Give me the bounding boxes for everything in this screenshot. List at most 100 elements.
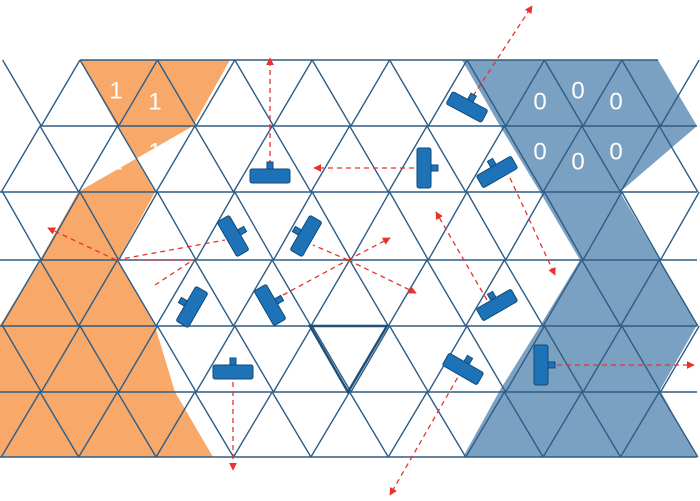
grid-line <box>581 125 622 193</box>
grid-line <box>427 191 468 261</box>
device-3[interactable] <box>416 147 439 189</box>
grid-line <box>542 391 583 458</box>
grid-line <box>388 191 429 261</box>
right-label-3: 0 <box>609 88 622 115</box>
grid-line <box>388 325 429 393</box>
grid-line <box>465 125 506 193</box>
grid-line <box>311 191 352 261</box>
device-11[interactable] <box>442 347 487 385</box>
grid-line <box>542 125 583 193</box>
grid-line <box>465 259 506 327</box>
right-label-5: 0 <box>571 148 584 175</box>
grid-line <box>79 325 120 393</box>
device-12[interactable] <box>533 344 556 386</box>
grid-line <box>271 125 312 193</box>
grid-line <box>271 259 312 327</box>
grid-line <box>582 59 623 127</box>
grid-line <box>195 191 236 261</box>
grid-line <box>39 391 80 458</box>
grid-line <box>466 325 507 393</box>
grid-line <box>232 259 273 327</box>
grid-line <box>118 59 159 127</box>
laser-beam-16 <box>389 369 463 496</box>
right-region <box>462 60 697 457</box>
grid-line <box>581 391 622 458</box>
grid-line <box>156 325 197 393</box>
grid-line <box>78 125 119 193</box>
device-2[interactable] <box>249 161 291 184</box>
grid-line <box>581 259 622 327</box>
grid-line <box>388 59 429 127</box>
grid-line <box>272 59 313 127</box>
grid-line <box>350 325 391 393</box>
grid-line <box>0 125 41 193</box>
device-5[interactable] <box>217 212 255 257</box>
grid-line <box>155 125 196 193</box>
device-9[interactable] <box>473 283 518 321</box>
grid-line <box>1 325 42 393</box>
left-label-6: 1 <box>148 138 161 165</box>
device-body <box>476 156 518 188</box>
grid-line <box>311 59 352 127</box>
laser-beams <box>47 5 695 496</box>
grid-line <box>348 125 389 193</box>
left-label-5: 1 <box>109 148 122 175</box>
grid-line <box>621 191 662 261</box>
grid-line <box>156 191 197 261</box>
highlighted-triangle <box>307 324 390 395</box>
grid-line <box>310 125 351 193</box>
grid-line <box>118 325 159 393</box>
grid-line <box>195 59 236 127</box>
grid-line <box>232 391 273 458</box>
grid-line <box>0 259 41 327</box>
grid-line <box>116 125 157 193</box>
grid-line <box>310 259 351 327</box>
grid-line <box>427 59 468 127</box>
device-4[interactable] <box>473 150 518 188</box>
grid-line <box>234 325 275 393</box>
grid-line <box>234 191 275 261</box>
grid-line <box>40 325 81 393</box>
grid-line <box>156 59 197 127</box>
left-labels: 1 1 1 1 1 1 <box>71 77 161 175</box>
grid-line <box>348 391 389 458</box>
grid-line <box>232 125 273 193</box>
grid-line <box>619 125 660 193</box>
grid-line <box>155 391 196 458</box>
right-label-4: 0 <box>533 138 546 165</box>
device-body <box>446 91 488 123</box>
grid-line <box>116 259 157 327</box>
device-6[interactable] <box>284 212 322 257</box>
grid-line <box>116 391 157 458</box>
devices <box>170 85 556 386</box>
grid-line <box>78 391 119 458</box>
grid-line <box>272 325 313 393</box>
grid-line <box>505 325 546 393</box>
grid-line <box>0 391 41 458</box>
grid-line <box>79 191 120 261</box>
device-7[interactable] <box>170 283 208 328</box>
grid-line <box>659 59 700 127</box>
grid-line <box>658 125 699 193</box>
grid-line <box>39 125 80 193</box>
grid-line <box>387 125 428 193</box>
device-1[interactable] <box>446 85 491 123</box>
device-10[interactable] <box>212 357 254 380</box>
laser-beam-6 <box>115 239 226 261</box>
grid-line <box>621 325 662 393</box>
grid-line <box>272 191 313 261</box>
grid-lines <box>0 59 700 458</box>
grid-line <box>387 259 428 327</box>
device-body <box>416 147 432 189</box>
device-body <box>217 215 249 257</box>
grid-line <box>426 125 467 193</box>
grid-line <box>582 191 623 261</box>
left-region <box>0 60 230 457</box>
device-8[interactable] <box>254 281 292 326</box>
device-body <box>290 215 322 257</box>
grid-line <box>543 191 584 261</box>
grid-line <box>543 325 584 393</box>
right-label-6: 0 <box>609 138 622 165</box>
grid-line <box>503 259 544 327</box>
grid-line <box>466 191 507 261</box>
